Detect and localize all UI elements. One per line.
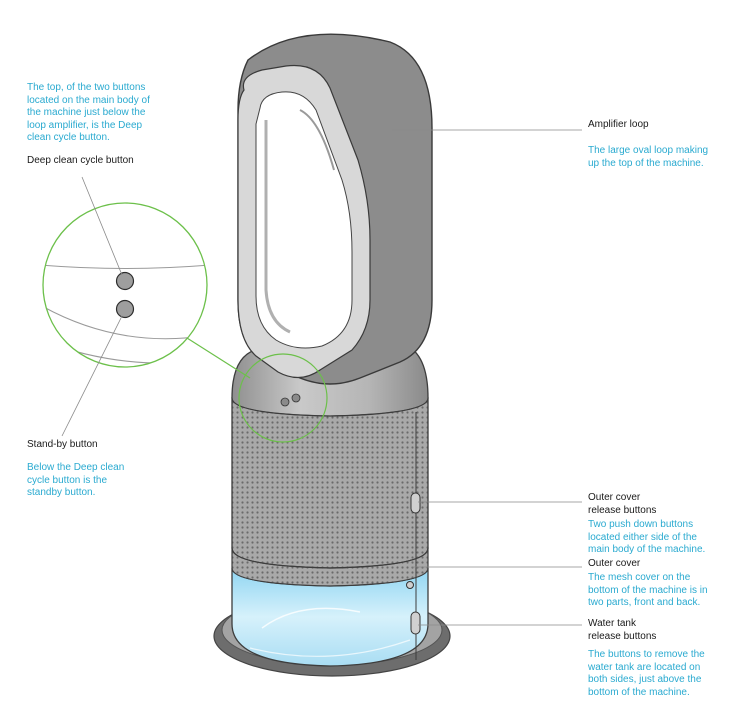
callout-connector <box>186 337 251 379</box>
water-tank-release-label: Water tank release buttons <box>588 618 657 642</box>
standby-description: Below the Deep clean cycle button is the… <box>27 462 125 498</box>
standby-label: Stand-by button <box>27 439 98 450</box>
callout-ring-small <box>238 353 328 443</box>
outer-cover-description: The mesh cover on the bottom of the mach… <box>588 572 708 608</box>
deep-clean-button <box>115 271 135 291</box>
leader-lines <box>61 129 582 626</box>
outer-cover-release-description: Two push down buttons located either sid… <box>588 519 706 555</box>
amplifier-loop-label: Amplifier loop <box>588 119 649 130</box>
zoom-callout <box>42 202 208 368</box>
outer-cover-release-label: Outer cover release buttons <box>588 492 657 516</box>
amplifier-loop-description: The large oval loop making up the top of… <box>588 145 709 169</box>
deep-clean-label: Deep clean cycle button <box>27 155 134 166</box>
amplifier-loop <box>237 33 433 385</box>
deep-clean-description: The top, of the two buttons located on t… <box>27 82 150 143</box>
water-tank-release-description: The buttons to remove the water tank are… <box>588 649 705 698</box>
outer-cover-label: Outer cover <box>588 558 641 569</box>
standby-button <box>115 299 135 319</box>
